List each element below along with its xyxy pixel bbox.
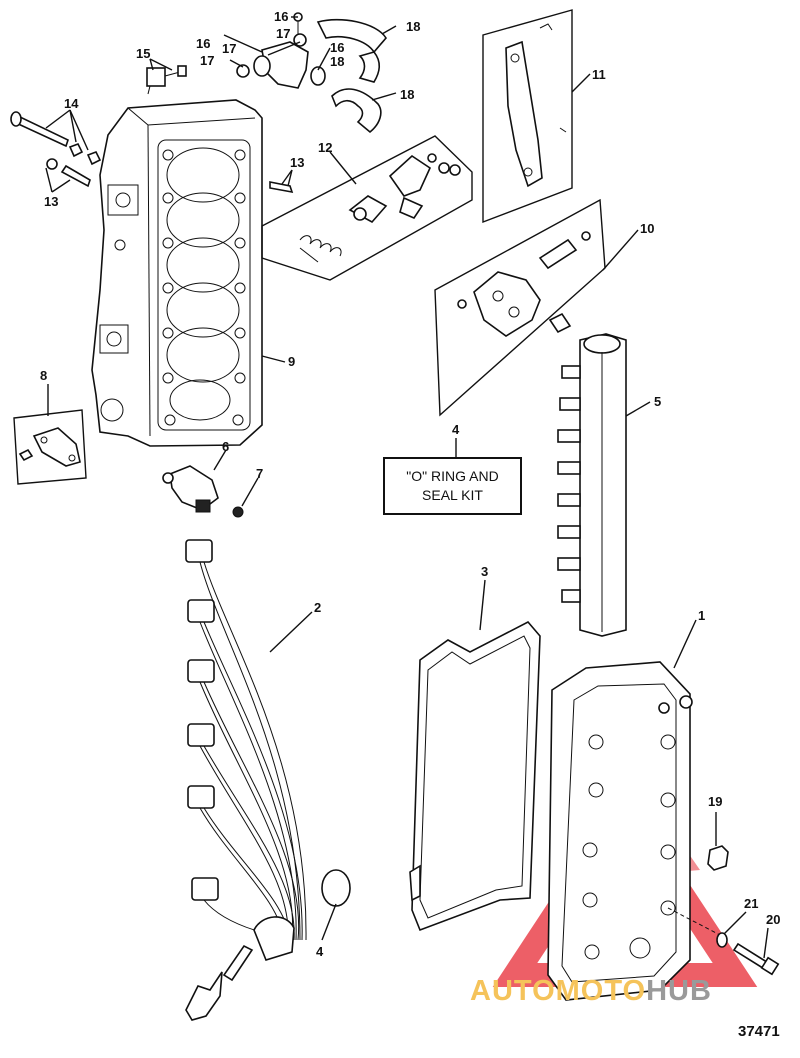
callout-20: 20 — [766, 912, 780, 927]
watermark-text-part-2: HUB — [646, 975, 712, 1007]
callout-7: 7 — [256, 466, 263, 481]
callout-8: 8 — [40, 368, 47, 383]
hose-part-18-lower — [331, 88, 382, 134]
leader-lines — [45, 16, 769, 959]
watermark-text: AUTOMOTOHUB — [470, 975, 712, 1008]
callout-3: 3 — [481, 564, 488, 579]
callout-17-c: 17 — [200, 53, 214, 68]
seal-kit-line-2: SEAL KIT — [422, 487, 483, 503]
hose-fitting-assembly — [236, 12, 326, 89]
callout-11: 11 — [592, 67, 606, 82]
callout-16-a: 16 — [274, 9, 288, 24]
bolt-part-20 — [732, 942, 780, 976]
callout-18-c: 18 — [400, 87, 414, 102]
diagram-reference-number: 37471 — [738, 1023, 780, 1040]
callout-17-a: 17 — [276, 26, 290, 41]
callout-19: 19 — [708, 794, 722, 809]
harness-connectors — [185, 539, 219, 901]
sensor-part-6 — [162, 465, 219, 513]
callout-14: 14 — [64, 96, 79, 111]
washer-part-21 — [716, 932, 728, 948]
callout-16-c: 16 — [330, 40, 344, 55]
fuel-rail-part-5 — [557, 333, 627, 637]
spacer-part-19 — [707, 845, 729, 871]
seal-kit-note: "O" RING AND SEAL KIT — [383, 457, 522, 515]
seal-kit-line-1: "O" RING AND — [406, 468, 499, 484]
watermark-text-part-1: AUTOMOTO — [470, 975, 647, 1007]
callout-4-kit: 4 — [452, 422, 460, 437]
screws-part-14 — [10, 111, 102, 166]
callout-5: 5 — [654, 394, 661, 409]
throttle-link-part-11 — [482, 9, 573, 224]
linkage-kit-part-12 — [261, 135, 473, 281]
o-ring-part-7 — [232, 506, 244, 518]
cover-plate-part-8 — [13, 409, 87, 485]
housing-bolt-holes — [162, 149, 246, 426]
valve-kit-part-10 — [434, 198, 606, 417]
callout-18-b: 18 — [330, 54, 344, 69]
wiring-harness-part-2 — [185, 539, 351, 1021]
hose-part-18-upper — [316, 18, 387, 83]
callout-4-harness: 4 — [316, 944, 324, 959]
callout-1: 1 — [698, 608, 705, 623]
callout-10: 10 — [640, 221, 654, 236]
callout-13-left: 13 — [44, 194, 58, 209]
callout-2: 2 — [314, 600, 321, 615]
callout-13-right: 13 — [290, 155, 304, 170]
cover-part-1 — [547, 661, 723, 1001]
callout-17-b: 17 — [222, 41, 236, 56]
callout-numbers: 16 17 18 16 17 16 17 18 15 18 14 13 13 1… — [40, 9, 780, 959]
callout-6: 6 — [222, 439, 229, 454]
housing-part-9 — [91, 99, 263, 447]
callout-21: 21 — [744, 896, 758, 911]
callout-18-a: 18 — [406, 19, 420, 34]
callout-12: 12 — [318, 140, 332, 155]
screws-part-13-left — [46, 158, 91, 188]
bore-openings — [166, 147, 240, 421]
callout-15: 15 — [136, 46, 150, 61]
gasket-part-3 — [409, 620, 541, 932]
callout-16-b: 16 — [196, 36, 210, 51]
fuel-rail-ports — [557, 365, 581, 603]
sensor-part-15 — [146, 65, 187, 95]
callout-9: 9 — [288, 354, 295, 369]
